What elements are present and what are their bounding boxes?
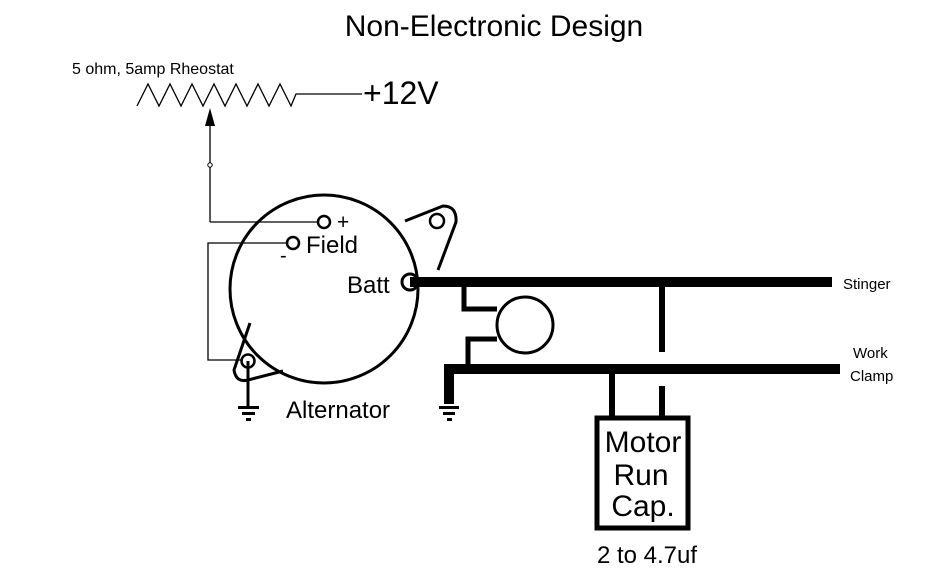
alternator-mount-ear-upper [404, 204, 458, 271]
field-minus-wire [207, 242, 288, 361]
capacitor-label-line2: Run [613, 459, 668, 492]
field-plus-sign: + [337, 211, 349, 234]
capacitor-label-line1: Motor [605, 426, 682, 459]
diagram-title: Non-Electronic Design [345, 10, 643, 43]
alternator-label: Alternator [286, 397, 390, 424]
meter-upper-lead [461, 282, 497, 312]
alternator-body [228, 193, 420, 385]
motor-run-capacitor [594, 415, 691, 531]
work-clamp-label-line1: Work [853, 345, 888, 362]
field-label: Field [306, 232, 358, 259]
field-plus-terminal [316, 214, 332, 230]
field-minus-terminal [285, 235, 301, 251]
rheostat-wiper-arrow [205, 108, 215, 126]
alternator-ground-symbol [238, 406, 259, 421]
cap-lead-stinger-upper [659, 282, 665, 352]
work-clamp-label-line2: Clamp [850, 368, 893, 385]
stinger-label: Stinger [843, 276, 891, 293]
batt-label: Batt [347, 272, 390, 299]
mount-hole-upper [428, 212, 446, 230]
work-ground-drop [444, 364, 454, 404]
wire-junction-dot [207, 162, 213, 168]
work-clamp-bus [444, 364, 840, 374]
cap-lead-work [609, 369, 615, 416]
rheostat-label: 5 ohm, 5amp Rheostat [72, 61, 234, 78]
capacitor-label-line3: Cap. [611, 490, 674, 523]
stinger-bus [410, 277, 832, 287]
capacitor-value: 2 to 4.7uf [597, 542, 697, 569]
rheostat-resistor [136, 82, 362, 108]
field-minus-sign: - [280, 245, 287, 267]
cap-lead-stinger-lower [659, 386, 665, 416]
meter-circle [495, 295, 555, 355]
meter-lower-lead [465, 336, 497, 369]
supply-voltage-label: +12V [363, 75, 439, 111]
work-ground-symbol [439, 406, 459, 421]
